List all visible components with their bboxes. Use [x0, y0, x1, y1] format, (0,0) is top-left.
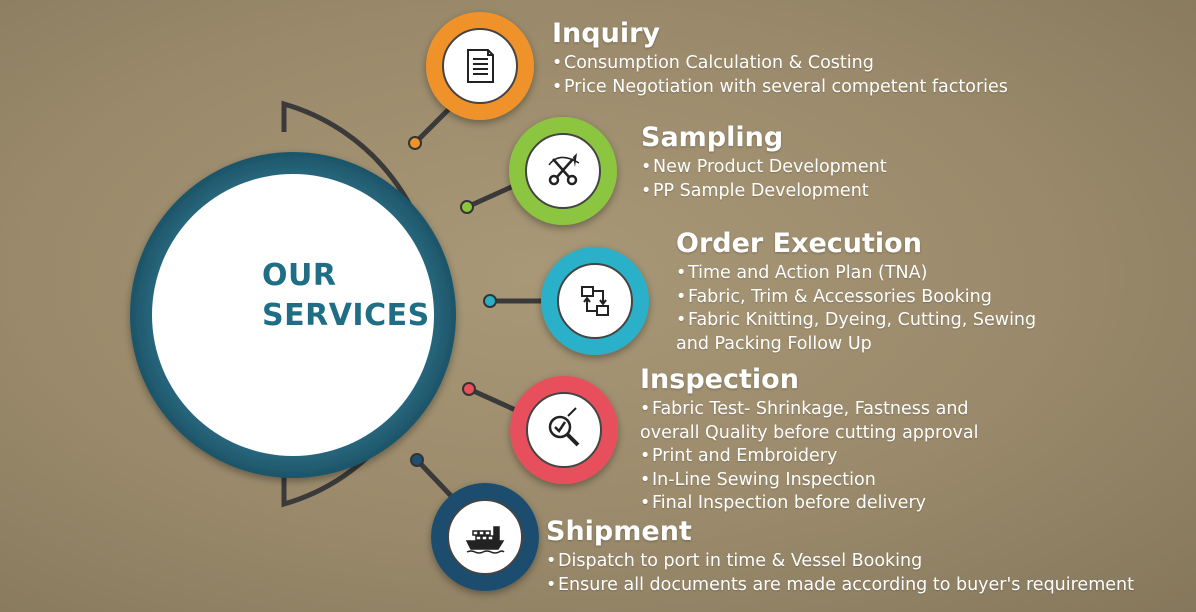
bullet-text: Time and Action Plan (TNA) [688, 263, 928, 283]
bullet-dot-icon: • [641, 157, 652, 177]
bullet-dot-icon: • [641, 180, 652, 201]
bullet-dot-icon: • [676, 263, 687, 283]
magnifier-check-icon [548, 407, 580, 447]
service-sampling: Sampling•New Product Development•PP Samp… [641, 122, 887, 203]
shipment-node [431, 483, 539, 591]
bullet-item: and Packing Follow Up [676, 333, 872, 354]
service-inspection: Inspection•Fabric Test- Shrinkage, Fastn… [640, 364, 978, 516]
bullet-item: •Consumption Calculation & Costing [552, 52, 1008, 76]
bullet-dot-icon: • [676, 310, 687, 330]
dot-sampling [460, 200, 474, 214]
process-flow-icon [581, 286, 609, 316]
inspection-node [510, 376, 618, 484]
service-inquiry: Inquiry•Consumption Calculation & Costin… [552, 18, 1008, 99]
bullet-dot-icon: • [676, 286, 687, 307]
order-execution-node [541, 247, 649, 355]
bullet-text: Ensure all documents are made according … [558, 574, 1134, 595]
bullet-text: Fabric Test- Shrinkage, Fastness and [652, 399, 969, 419]
center-title-line2: SERVICES [262, 298, 430, 333]
bullet-item: •Fabric Test- Shrinkage, Fastness and [640, 398, 978, 422]
bullet-dot-icon: • [640, 469, 651, 490]
dot-shipment [410, 453, 424, 467]
document-icon [467, 49, 494, 83]
bullet-text: In-Line Sewing Inspection [652, 469, 876, 490]
dot-order [483, 294, 497, 308]
bullet-item: •Time and Action Plan (TNA) [676, 262, 1036, 286]
bullet-text: Print and Embroidery [652, 446, 838, 466]
bullet-dot-icon: • [552, 76, 563, 97]
bullet-dot-icon: • [640, 446, 651, 466]
bullet-text: Final Inspection before delivery [652, 493, 927, 513]
connector-sampling [465, 181, 520, 210]
service-bullets: •Dispatch to port in time & Vessel Booki… [546, 550, 1134, 597]
bullet-item: •Fabric Knitting, Dyeing, Cutting, Sewin… [676, 309, 1036, 333]
connector-inspection [467, 386, 522, 415]
bullet-item: •Ensure all documents are made according… [546, 574, 1134, 598]
dot-inquiry [408, 136, 422, 150]
service-title: Inquiry [552, 18, 660, 49]
needle-scissors-icon [548, 153, 580, 186]
service-title: Order Execution [676, 228, 922, 259]
bullet-item: •Fabric, Trim & Accessories Booking [676, 286, 1036, 310]
bullet-dot-icon: • [640, 399, 651, 419]
center-title-line1: OUR [262, 258, 337, 293]
bullet-item: •Print and Embroidery [640, 445, 978, 469]
service-order-execution: Order Execution•Time and Action Plan (TN… [676, 228, 1036, 356]
bullet-dot-icon: • [546, 551, 557, 571]
connector-inquiry [413, 106, 452, 145]
bullet-dot-icon: • [552, 53, 563, 73]
bullet-dot-icon: • [546, 574, 557, 595]
bullet-text: Consumption Calculation & Costing [564, 53, 874, 73]
ship-icon [465, 526, 505, 554]
service-title: Shipment [546, 516, 692, 547]
service-title: Inspection [640, 364, 799, 395]
bullet-item: •Dispatch to port in time & Vessel Booki… [546, 550, 1134, 574]
bullet-text: Fabric Knitting, Dyeing, Cutting, Sewing [688, 310, 1037, 330]
bullet-dot-icon: • [640, 493, 651, 513]
service-bullets: •Consumption Calculation & Costing•Price… [552, 52, 1008, 99]
bullet-text: New Product Development [653, 157, 887, 177]
bullet-text: Fabric, Trim & Accessories Booking [688, 286, 992, 307]
bullet-item: •Final Inspection before delivery [640, 492, 978, 516]
bullet-item: •Price Negotiation with several competen… [552, 76, 1008, 100]
service-title: Sampling [641, 122, 784, 153]
bullet-text: Dispatch to port in time & Vessel Bookin… [558, 551, 923, 571]
center-disc [152, 174, 434, 456]
connector-shipment [415, 458, 457, 502]
service-bullets: •New Product Development•PP Sample Devel… [641, 156, 887, 203]
bullet-item: •New Product Development [641, 156, 887, 180]
service-shipment: Shipment •Dispatch to port in time & Vess… [546, 516, 1134, 597]
bullet-item: •In-Line Sewing Inspection [640, 469, 978, 493]
bullet-item: overall Quality before cutting approval [640, 422, 979, 443]
bullet-text: PP Sample Development [653, 180, 869, 201]
bullet-text: Price Negotiation with several competent… [564, 76, 1008, 97]
service-bullets: •Time and Action Plan (TNA)•Fabric, Trim… [676, 262, 1036, 356]
bullet-item: •PP Sample Development [641, 180, 887, 204]
dot-inspection [462, 382, 476, 396]
